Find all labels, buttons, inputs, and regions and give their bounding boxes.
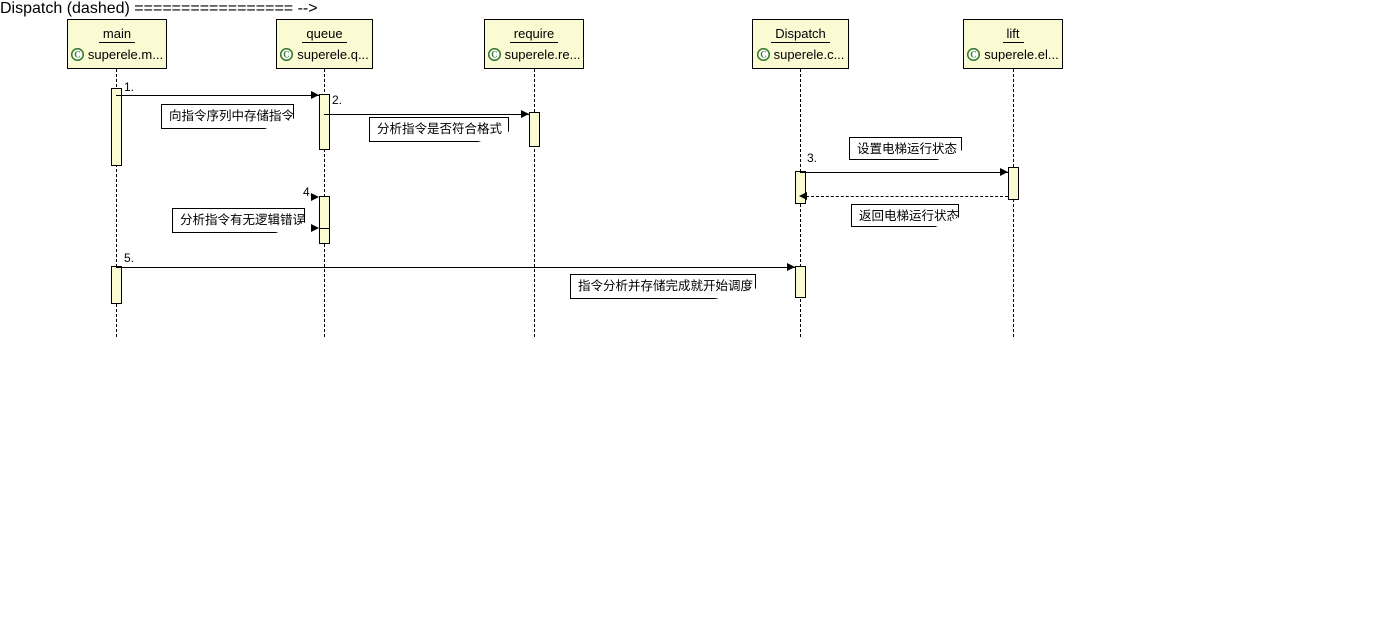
class-icon: C	[70, 47, 85, 61]
activation-bar-main-1	[111, 88, 122, 166]
lifeline-qualifier-dispatch: superele.c...	[773, 46, 845, 62]
message-arrowhead-3-return	[799, 192, 807, 200]
lifeline-header-dispatch[interactable]: Dispatch C superele.c...	[752, 19, 849, 69]
svg-text:C: C	[491, 49, 498, 59]
activation-bar-dispatch-5	[795, 266, 806, 298]
message-number-4: 4.	[303, 185, 314, 199]
lifeline-header-require[interactable]: require C superele.re...	[484, 19, 584, 69]
class-icon: C	[967, 47, 981, 61]
class-icon: C	[280, 47, 294, 61]
message-line-1[interactable]	[116, 95, 319, 96]
message-arrowhead-5	[787, 263, 795, 271]
svg-text:C: C	[74, 49, 81, 59]
activation-bar-require-2	[529, 112, 540, 147]
activation-bar-queue-4-nested	[319, 228, 330, 244]
lifeline-header-main[interactable]: main C superele.m...	[67, 19, 167, 69]
lifeline-qualifier-row-require: C superele.re...	[487, 46, 581, 62]
lifeline-qualifier-queue: superele.q...	[297, 46, 369, 62]
class-icon: C	[487, 47, 501, 61]
message-note-5[interactable]: 指令分析并存储完成就开始调度	[570, 274, 756, 299]
lifeline-qualifier-lift: superele.el...	[984, 46, 1059, 62]
lifeline-name-lift: lift	[1002, 26, 1024, 43]
message-arrowhead-4-nested	[311, 224, 319, 232]
lifeline-qualifier-row-lift: C superele.el...	[967, 46, 1059, 62]
lifeline-name-main: main	[98, 26, 136, 43]
message-number-1: 1.	[124, 80, 135, 94]
activation-bar-dispatch-3	[795, 171, 806, 204]
svg-text:C: C	[760, 49, 767, 59]
message-line-3-return[interactable]	[806, 196, 1008, 197]
message-number-2: 2.	[332, 93, 343, 107]
lifeline-qualifier-main: superele.m...	[87, 46, 164, 62]
message-line-5[interactable]	[116, 267, 795, 268]
lifeline-qualifier-row-dispatch: C superele.c...	[756, 46, 845, 62]
message-note-4[interactable]: 分析指令有无逻辑错误	[172, 208, 305, 233]
message-note-3-return[interactable]: 返回电梯运行状态	[851, 204, 959, 227]
lifeline-main	[116, 69, 117, 337]
class-icon: C	[756, 47, 770, 61]
lifeline-qualifier-row-main: C superele.m...	[70, 46, 164, 62]
lifeline-name-queue: queue	[302, 26, 347, 43]
lifeline-qualifier-row-queue: C superele.q...	[280, 47, 369, 62]
activation-bar-queue-1	[319, 94, 330, 150]
message-number-5: 5.	[124, 251, 135, 265]
svg-text:C: C	[283, 49, 290, 59]
activation-bar-main-5	[111, 266, 122, 304]
lifeline-header-lift[interactable]: lift C superele.el...	[963, 19, 1063, 69]
lifeline-qualifier-require: superele.re...	[504, 46, 581, 62]
lifeline-name-require: require	[509, 26, 559, 43]
activation-bar-lift-3	[1008, 167, 1019, 200]
message-arrowhead-1	[311, 91, 319, 99]
message-number-3: 3.	[807, 151, 818, 165]
message-note-3[interactable]: 设置电梯运行状态	[849, 137, 962, 160]
message-arrowhead-3	[1000, 168, 1008, 176]
message-arrowhead-4-entry	[311, 193, 319, 201]
message-line-3[interactable]	[800, 172, 1008, 173]
message-arrowhead-2	[521, 110, 529, 118]
message-note-1[interactable]: 向指令序列中存储指令	[161, 104, 294, 129]
message-line-2[interactable]	[324, 114, 529, 115]
lifeline-lift	[1013, 69, 1014, 337]
svg-text:C: C	[971, 49, 978, 59]
lifeline-require	[534, 69, 535, 337]
message-note-2[interactable]: 分析指令是否符合格式	[369, 117, 509, 142]
lifeline-name-dispatch: Dispatch	[771, 26, 830, 43]
lifeline-header-queue[interactable]: queue C superele.q...	[276, 19, 373, 69]
